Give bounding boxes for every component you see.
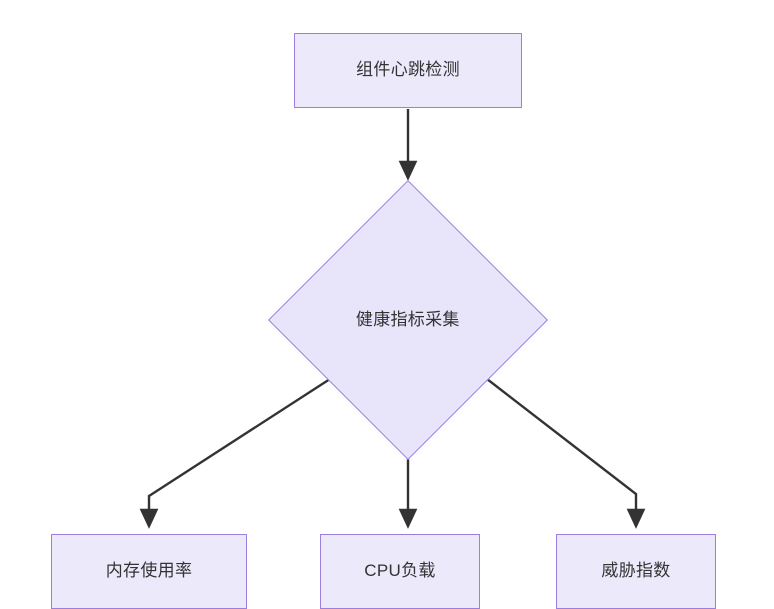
edge-decision-to-mem xyxy=(139,377,331,529)
node-memory-usage[interactable]: 内存使用率 xyxy=(51,534,247,609)
node-threat-index[interactable]: 威胁指数 xyxy=(556,534,716,609)
edge-decision-to-threat xyxy=(486,378,646,529)
node-label: 内存使用率 xyxy=(105,561,193,581)
node-label: 组件心跳检测 xyxy=(356,60,460,80)
node-label: 健康指标采集 xyxy=(356,309,460,329)
node-label: 威胁指数 xyxy=(601,561,671,581)
node-cpu-load[interactable]: CPU负载 xyxy=(320,534,480,609)
node-component-heartbeat-check[interactable]: 组件心跳检测 xyxy=(294,33,522,108)
node-label: CPU负载 xyxy=(364,561,436,581)
